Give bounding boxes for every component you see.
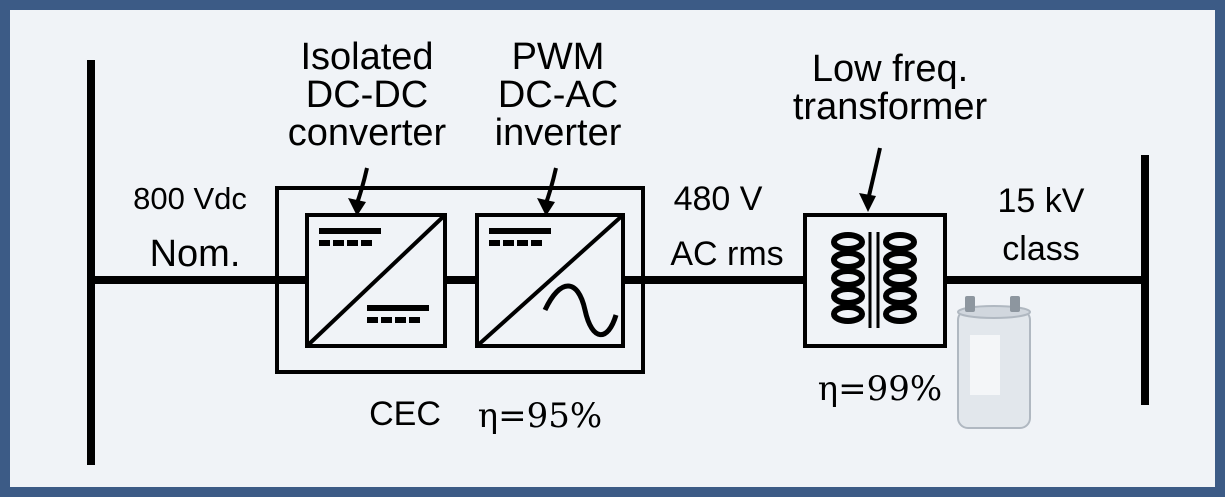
right-bus-rating: class [976,230,1106,268]
converter-label-line3: converter [277,114,457,152]
ac-sine-symbol [545,286,616,335]
inverter-label-line2: DC-AC [478,76,638,114]
secondary-winding [886,235,914,321]
inverter-label-line3: inverter [478,114,638,152]
converter-label-line2: DC-DC [277,76,457,114]
transformer-label-line2: transformer [770,88,1010,126]
converter-label-line1: Isolated [277,38,457,76]
transformer-arrow [859,148,880,212]
inverter-label-line1: PWM [478,38,638,76]
left-bus-voltage: 800 Vdc [102,180,278,218]
converter-arrow [348,168,367,216]
ac-link-voltage: 480 V [658,180,778,218]
dc-ac-inverter-symbol [477,215,623,346]
dc-symbol-top [319,228,381,246]
cec-label: CEC [360,395,450,433]
dc-dc-converter-symbol [307,215,445,346]
transformer-label: Low freq. transformer [770,50,1010,126]
inverter-arrow [537,168,556,216]
transformer-symbol [805,215,945,346]
dc-symbol-inverter [489,228,551,246]
transformer-label-line1: Low freq. [770,50,1010,88]
ac-link-rating: AC rms [647,235,807,273]
pole-transformer-icon [958,296,1030,428]
primary-winding [834,235,862,321]
converter-label: Isolated DC-DC converter [277,38,457,152]
cec-efficiency: η=95% [465,397,615,435]
dc-symbol-bottom [367,305,429,323]
right-bus-voltage: 15 kV [976,182,1106,220]
inverter-label: PWM DC-AC inverter [478,38,638,152]
transformer-efficiency: η=99% [805,370,955,408]
left-bus-rating: Nom. [120,235,270,273]
